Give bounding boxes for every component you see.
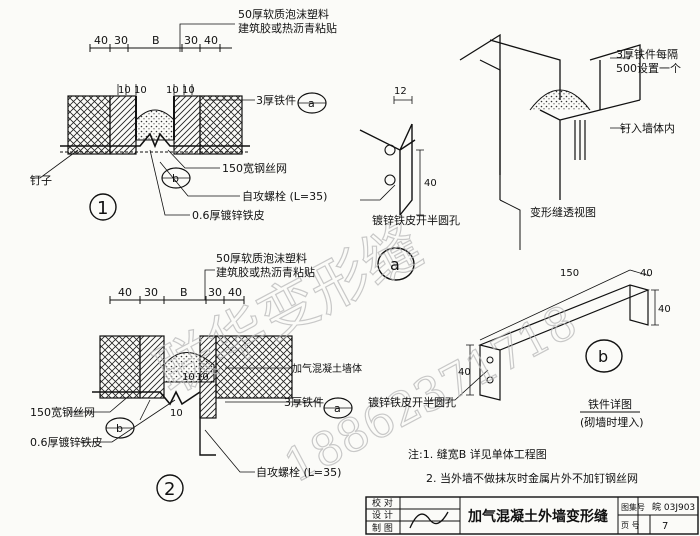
title-block: [365, 496, 699, 535]
ref-b-text-2: b: [116, 422, 123, 435]
dim2-10-a: 10: [182, 372, 195, 383]
galv-sheet-1: [60, 132, 250, 149]
wall2-left: [99, 335, 141, 399]
perspective-view: [459, 33, 641, 250]
screw-label-2: 自攻螺栓 (L=35): [256, 465, 341, 479]
labels-detail-b: 150 40 40 40 镀锌铁皮开半圆孔 b 铁件详图 (砌墙时埋入): [368, 268, 671, 429]
dim2-b: B: [180, 286, 188, 299]
circle-2-mark: [156, 474, 184, 502]
tb-page-no: 7: [662, 521, 668, 532]
mesh-label-2: 150宽钢丝网: [30, 405, 95, 419]
dim-40-b-top: 40: [640, 268, 653, 279]
wall-hatch-left: [109, 95, 137, 155]
detail-1: [30, 23, 327, 221]
foam-label-1: 50厚软质泡沫塑料: [238, 7, 329, 21]
glue-label-2: 建筑胶或热沥青粘贴: [216, 265, 315, 279]
circle-1-text: 1: [97, 198, 108, 219]
dim-30-a: 30: [114, 34, 128, 47]
wall-block-right: [199, 95, 243, 155]
labels-detail-a: 12 40 镀锌铁皮开半圆孔 a: [372, 86, 460, 274]
nail-label: 钉子: [30, 174, 52, 187]
dim-40-b: 40: [204, 34, 218, 47]
note-1: 注:1. 缝宽B 详见单体工程图: [408, 447, 547, 461]
tb-atlas-label: 图集号: [621, 502, 645, 512]
foam-label-2: 50厚软质泡沫塑料: [216, 251, 307, 265]
notes: 注:1. 缝宽B 详见单体工程图 2. 当外墙不做抹灰时金属片外不加钉钢丝网: [408, 447, 638, 485]
labels-detail-2: 40 30 B 30 40 10 10 10 50厚软质泡沫塑料 建筑胶或热沥青…: [30, 251, 362, 500]
circle-1-mark: [89, 193, 117, 221]
persp-title: 变形缝透视图: [530, 205, 596, 219]
detail-a: [359, 96, 424, 281]
wall-block-left: [67, 95, 111, 155]
labels-detail-1: 40 30 B 30 40 10 10 10 10 50厚软质泡沫塑料 建筑胶或…: [30, 7, 337, 222]
dim2-30-a: 30: [144, 286, 158, 299]
dim-40-b-left: 40: [458, 367, 471, 378]
iron-each-2: 500设置一个: [616, 62, 681, 75]
wall-hatch-right: [173, 95, 201, 155]
tb-atlas-no: 皖 03J903: [652, 501, 695, 513]
detail-a-text: a: [390, 255, 400, 274]
tb-title: 加气混凝土外墙变形缝: [467, 508, 608, 525]
ref-a-text-2: a: [334, 402, 341, 415]
detail-b-title: 铁件详图: [588, 397, 632, 411]
dim2-40-b: 40: [228, 286, 242, 299]
circle-2-text: 2: [164, 479, 175, 500]
glue-label-1: 建筑胶或热沥青粘贴: [238, 21, 337, 35]
galv-hole-label-b: 镀锌铁皮开半圆孔: [368, 395, 456, 409]
detail-a-circle: [377, 247, 415, 281]
nail-wall-label: 钉入墙体内: [620, 121, 675, 135]
labels-perspective: 3厚铁件每隔 500设置一个 钉入墙体内 变形缝透视图: [530, 47, 681, 219]
dim-10-c: 10: [166, 85, 179, 96]
screw-label-1: 自攻螺栓 (L=35): [242, 189, 327, 203]
dim-40-a-detail: 40: [424, 178, 437, 189]
ref-b-text-1: b: [172, 172, 179, 185]
mesh-label-1: 150宽钢丝网: [222, 161, 287, 175]
dim-150: 150: [560, 268, 579, 279]
foam-filler: [135, 109, 175, 141]
galv-sheet-2: [92, 390, 201, 406]
detail-b-subtitle: (砌墙时埋入): [580, 415, 644, 429]
dim2-40-a: 40: [118, 286, 132, 299]
dim-40-b-right: 40: [658, 304, 671, 315]
dim-12: 12: [394, 86, 407, 97]
iron-each-1: 3厚铁件每隔: [616, 47, 678, 61]
detail-b-text: b: [598, 347, 608, 366]
foam2: [163, 352, 215, 383]
tb-page-label: 页 号: [621, 521, 640, 530]
iron-label-2: 3厚铁件: [284, 396, 324, 409]
wall2-right: [215, 335, 293, 399]
dim2-10-c: 10: [170, 408, 183, 419]
galv-hole-label-a: 镀锌铁皮开半圆孔: [372, 213, 460, 227]
dim-10-b: 10: [134, 85, 147, 96]
dim2-30-b: 30: [208, 286, 222, 299]
dim-30-b: 30: [184, 34, 198, 47]
dim-b-a: B: [152, 34, 160, 47]
tb-draw: 制 图: [372, 522, 393, 534]
dim-10-a: 10: [118, 85, 131, 96]
iron-label-1: 3厚铁件: [256, 94, 296, 107]
note-2: 2. 当外墙不做抹灰时金属片外不加钉钢丝网: [426, 471, 638, 485]
detail-2: [70, 269, 353, 502]
galv-label-1: 0.6厚镀锌铁皮: [192, 208, 265, 222]
detail-b-circle: [585, 339, 623, 373]
detail-b: [430, 269, 659, 413]
dim2-10-b: 10: [196, 372, 209, 383]
title-block-text: 校 对 设 计 制 图 加气混凝土外墙变形缝 图集号 皖 03J903 页 号 …: [372, 497, 695, 534]
dim-40-a: 40: [94, 34, 108, 47]
ref-a-text-1: a: [308, 97, 315, 110]
galv-label-2: 0.6厚镀锌铁皮: [30, 435, 103, 449]
aerated-wall-label: 加气混凝土墙体: [292, 362, 362, 375]
tb-review: 校 对: [372, 497, 393, 509]
tb-design: 设 计: [372, 509, 393, 521]
dim-10-d: 10: [182, 85, 195, 96]
